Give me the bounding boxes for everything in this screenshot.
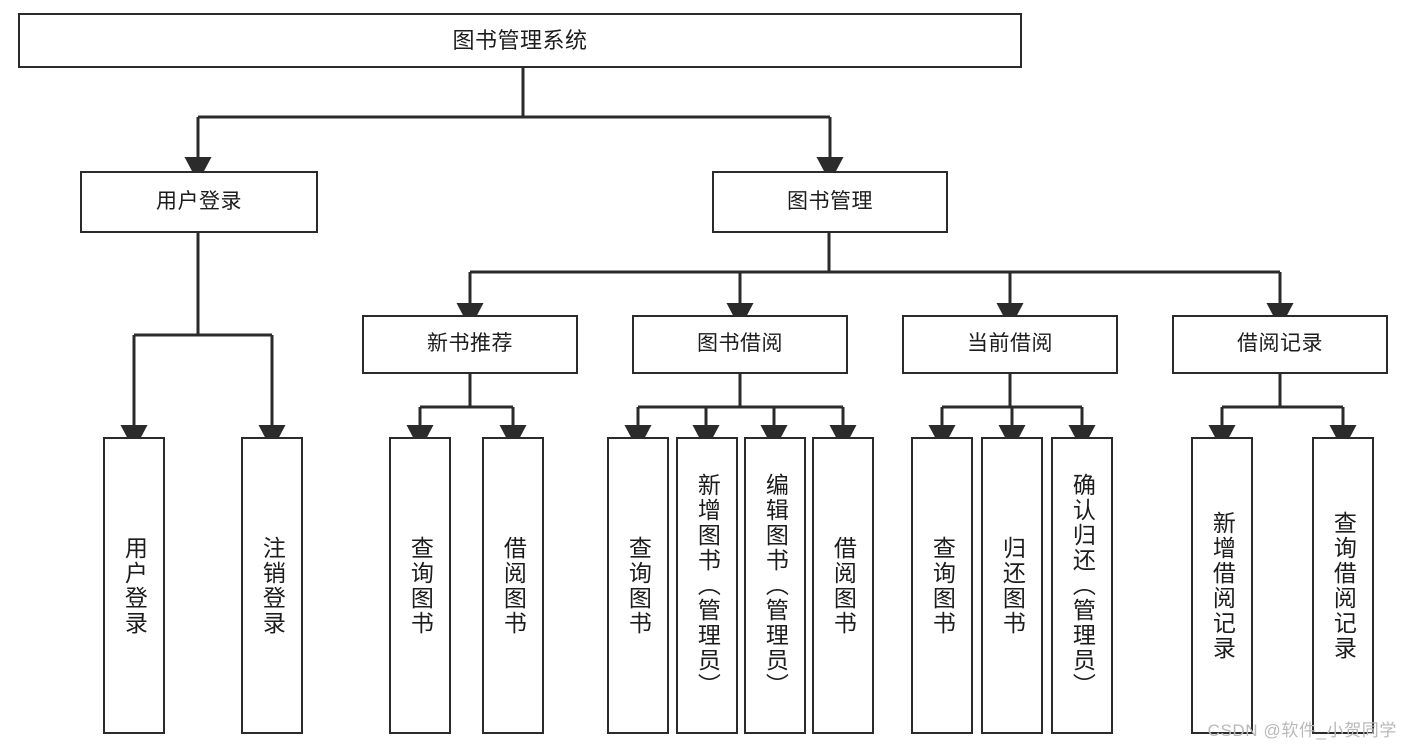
- node-leaf-query-book-2-label: 查询图书: [625, 535, 652, 636]
- node-leaf-return-book-label: 归还图书: [999, 535, 1026, 636]
- node-current-borrow-label: 当前借阅: [967, 332, 1053, 356]
- node-leaf-user-login[interactable]: 用户登录: [103, 437, 165, 734]
- node-leaf-borrow-book-1[interactable]: 借阅图书: [482, 437, 544, 734]
- node-leaf-add-record[interactable]: 新增借阅记录: [1191, 437, 1253, 734]
- node-leaf-add-record-label: 新增借阅记录: [1209, 510, 1236, 661]
- node-root-label: 图书管理系统: [452, 27, 588, 53]
- node-user-login-label: 用户登录: [156, 189, 242, 213]
- node-root[interactable]: 图书管理系统: [18, 13, 1022, 68]
- node-leaf-user-login-label: 用户登录: [121, 535, 148, 636]
- node-borrow-record[interactable]: 借阅记录: [1172, 315, 1388, 374]
- node-leaf-query-book-3-label: 查询图书: [929, 535, 956, 636]
- node-leaf-borrow-book-1-label: 借阅图书: [500, 535, 527, 636]
- node-borrow-record-label: 借阅记录: [1237, 332, 1323, 356]
- node-leaf-return-book[interactable]: 归还图书: [981, 437, 1043, 734]
- node-leaf-query-book-1-label: 查询图书: [407, 535, 434, 636]
- node-leaf-borrow-book-2[interactable]: 借阅图书: [812, 437, 874, 734]
- node-leaf-edit-book-label: 编辑图书（管理员）: [762, 473, 789, 698]
- node-leaf-add-book-label: 新增图书（管理员）: [694, 473, 721, 698]
- node-new-book-rec[interactable]: 新书推荐: [362, 315, 578, 374]
- node-current-borrow[interactable]: 当前借阅: [902, 315, 1118, 374]
- node-leaf-query-book-1[interactable]: 查询图书: [389, 437, 451, 734]
- node-leaf-logout-label: 注销登录: [259, 535, 286, 636]
- node-book-manage-label: 图书管理: [787, 189, 873, 213]
- node-leaf-confirm-return[interactable]: 确认归还（管理员）: [1051, 437, 1113, 734]
- node-user-login[interactable]: 用户登录: [80, 171, 318, 233]
- node-leaf-confirm-return-label: 确认归还（管理员）: [1069, 473, 1096, 698]
- node-book-manage[interactable]: 图书管理: [712, 171, 948, 233]
- node-leaf-query-record[interactable]: 查询借阅记录: [1312, 437, 1374, 734]
- node-new-book-rec-label: 新书推荐: [427, 332, 513, 356]
- node-leaf-logout[interactable]: 注销登录: [241, 437, 303, 734]
- node-book-borrow-label: 图书借阅: [697, 332, 783, 356]
- node-leaf-add-book[interactable]: 新增图书（管理员）: [676, 437, 738, 734]
- node-leaf-edit-book[interactable]: 编辑图书（管理员）: [744, 437, 806, 734]
- node-leaf-borrow-book-2-label: 借阅图书: [830, 535, 857, 636]
- csdn-watermark: CSDN @软件_小贺同学: [1207, 721, 1397, 740]
- node-leaf-query-book-3[interactable]: 查询图书: [911, 437, 973, 734]
- node-leaf-query-record-label: 查询借阅记录: [1330, 510, 1357, 661]
- node-book-borrow[interactable]: 图书借阅: [632, 315, 848, 374]
- node-leaf-query-book-2[interactable]: 查询图书: [607, 437, 669, 734]
